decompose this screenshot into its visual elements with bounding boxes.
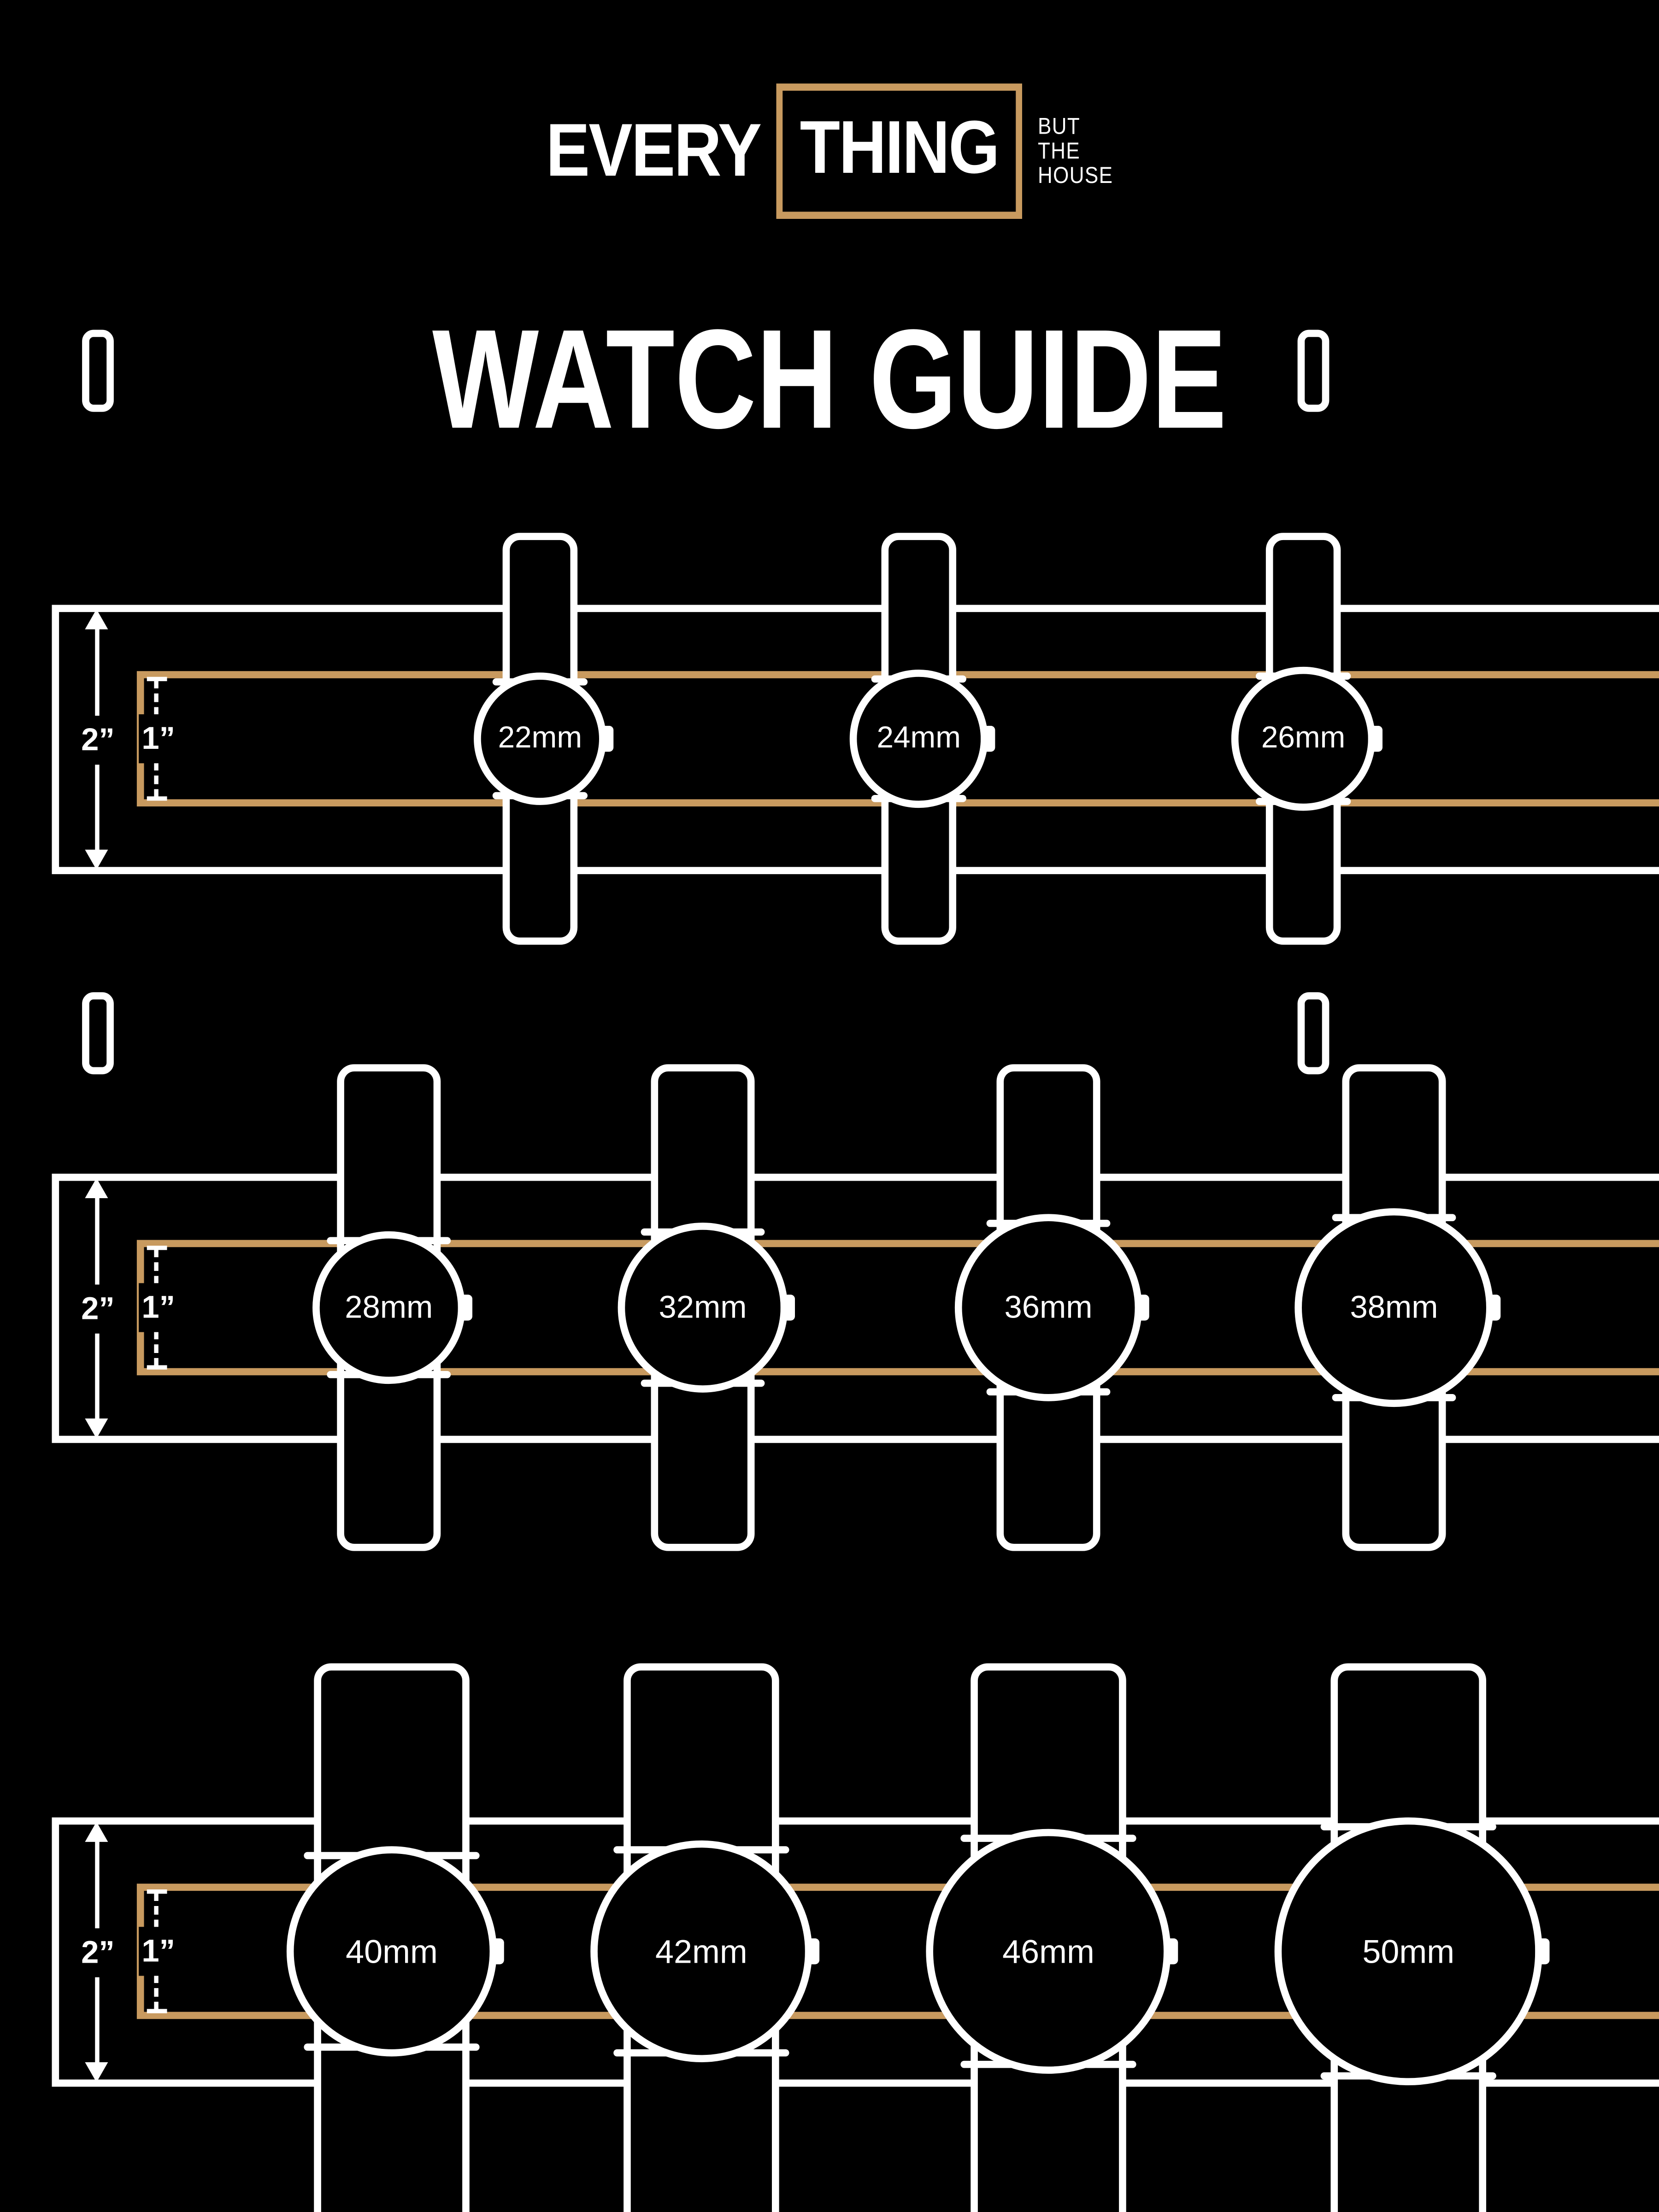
logo-tagline-line-2: THE <box>1037 139 1081 164</box>
watch-size-label: 38mm <box>1350 1288 1438 1325</box>
dimension-tick <box>147 1889 167 1894</box>
dimension-tick <box>147 1246 167 1250</box>
watch-case: 24mm <box>849 670 995 808</box>
logo-tagline: BUT THE HOUSE <box>1038 114 1113 188</box>
watch-case: 46mm <box>926 1829 1178 2074</box>
watch-size-label: 22mm <box>498 721 582 755</box>
ebth-logo: EVERY THING BUT THE HOUSE <box>100 83 1559 219</box>
watch-crown <box>1135 1294 1149 1321</box>
arrow-up-icon <box>85 609 108 629</box>
arrow-up-icon <box>85 1178 108 1198</box>
watch-size-label: 24mm <box>877 721 961 755</box>
dimension-tick <box>147 1365 167 1370</box>
watch-size-label: 36mm <box>1004 1288 1093 1325</box>
dimension-tick <box>147 796 167 801</box>
logo-tagline-line-3: HOUSE <box>1037 163 1113 188</box>
watch-crown <box>1164 1938 1178 1965</box>
watch-case: 42mm <box>590 1840 820 2062</box>
watch-case: 26mm <box>1231 666 1382 811</box>
watch-32mm: 32mm <box>618 1064 795 1551</box>
watch-42mm: 42mm <box>590 1663 820 2212</box>
watch-22mm: 22mm <box>474 533 614 945</box>
strap-stub <box>1297 992 1330 1075</box>
watch-24mm: 24mm <box>849 533 995 945</box>
watch-crown <box>780 1294 795 1321</box>
watch-crown <box>1368 726 1382 752</box>
arrow-down-icon <box>85 2062 108 2083</box>
page-title: WATCH GUIDE <box>432 300 1227 458</box>
watch-26mm: 26mm <box>1231 533 1382 945</box>
watch-size-label: 26mm <box>1261 721 1346 755</box>
watch-strap <box>1342 1064 1446 1551</box>
dimension-label-2in: 2” <box>78 1927 118 1977</box>
watch-case: 50mm <box>1274 1817 1550 2085</box>
dimension-label-1in: 1” <box>139 1283 178 1332</box>
watch-size-label: 50mm <box>1362 1932 1455 1970</box>
logo-text-thing: THING <box>800 106 1000 190</box>
watch-size-label: 28mm <box>345 1288 433 1325</box>
dimension-1in-row2: 1” <box>139 1246 178 1370</box>
dimension-label-1in: 1” <box>139 1927 178 1976</box>
dimension-2in-row2: 2” <box>78 1178 118 1439</box>
watch-case: 32mm <box>618 1223 795 1393</box>
watch-38mm: 38mm <box>1294 1064 1501 1551</box>
watch-46mm: 46mm <box>926 1663 1178 2212</box>
watch-crown <box>1535 1938 1550 1965</box>
dimension-1in-row1: 1” <box>139 677 178 801</box>
watch-40mm: 40mm <box>286 1663 504 2212</box>
watch-size-label: 32mm <box>659 1288 747 1325</box>
watch-case: 40mm <box>286 1846 504 2057</box>
watch-crown <box>489 1938 504 1965</box>
strap-stub <box>1297 329 1330 412</box>
dimension-1in-row3: 1” <box>139 1889 178 2013</box>
dimension-tick <box>147 677 167 682</box>
dimension-label-2in: 2” <box>78 715 118 764</box>
watch-case: 38mm <box>1294 1208 1501 1407</box>
watch-size-label: 46mm <box>1002 1932 1094 1970</box>
strap-stub <box>82 329 114 412</box>
band-1in-row3 <box>136 1883 1659 2019</box>
dimension-label-1in: 1” <box>139 714 178 764</box>
logo-text-every: EVERY <box>546 109 762 193</box>
watch-crown <box>805 1938 820 1965</box>
watch-crown <box>1486 1294 1501 1321</box>
dimension-label-2in: 2” <box>78 1283 118 1333</box>
dimension-tick <box>147 2009 167 2013</box>
watch-case: 28mm <box>312 1231 472 1384</box>
band-1in-row2 <box>136 1240 1659 1376</box>
band-2in-row1 <box>52 605 1659 874</box>
watch-case: 22mm <box>474 672 614 805</box>
watch-case: 36mm <box>954 1214 1149 1401</box>
dimension-2in-row1: 2” <box>78 609 118 870</box>
logo-tagline-line-1: BUT <box>1037 114 1081 139</box>
arrow-down-icon <box>85 1418 108 1439</box>
watch-50mm: 50mm <box>1274 1663 1550 2212</box>
band-2in-row2 <box>52 1173 1659 1443</box>
watch-crown <box>981 726 995 752</box>
logo-box: THING <box>776 83 1023 219</box>
arrow-down-icon <box>85 849 108 870</box>
watch-crown <box>458 1294 472 1321</box>
watch-28mm: 28mm <box>312 1064 472 1551</box>
watch-size-label: 40mm <box>346 1932 438 1970</box>
dimension-2in-row3: 2” <box>78 1822 118 2083</box>
watch-36mm: 36mm <box>954 1064 1149 1551</box>
watch-size-label: 42mm <box>655 1932 747 1970</box>
strap-stub <box>82 992 114 1075</box>
watch-crown <box>599 726 614 752</box>
arrow-up-icon <box>85 1822 108 1842</box>
